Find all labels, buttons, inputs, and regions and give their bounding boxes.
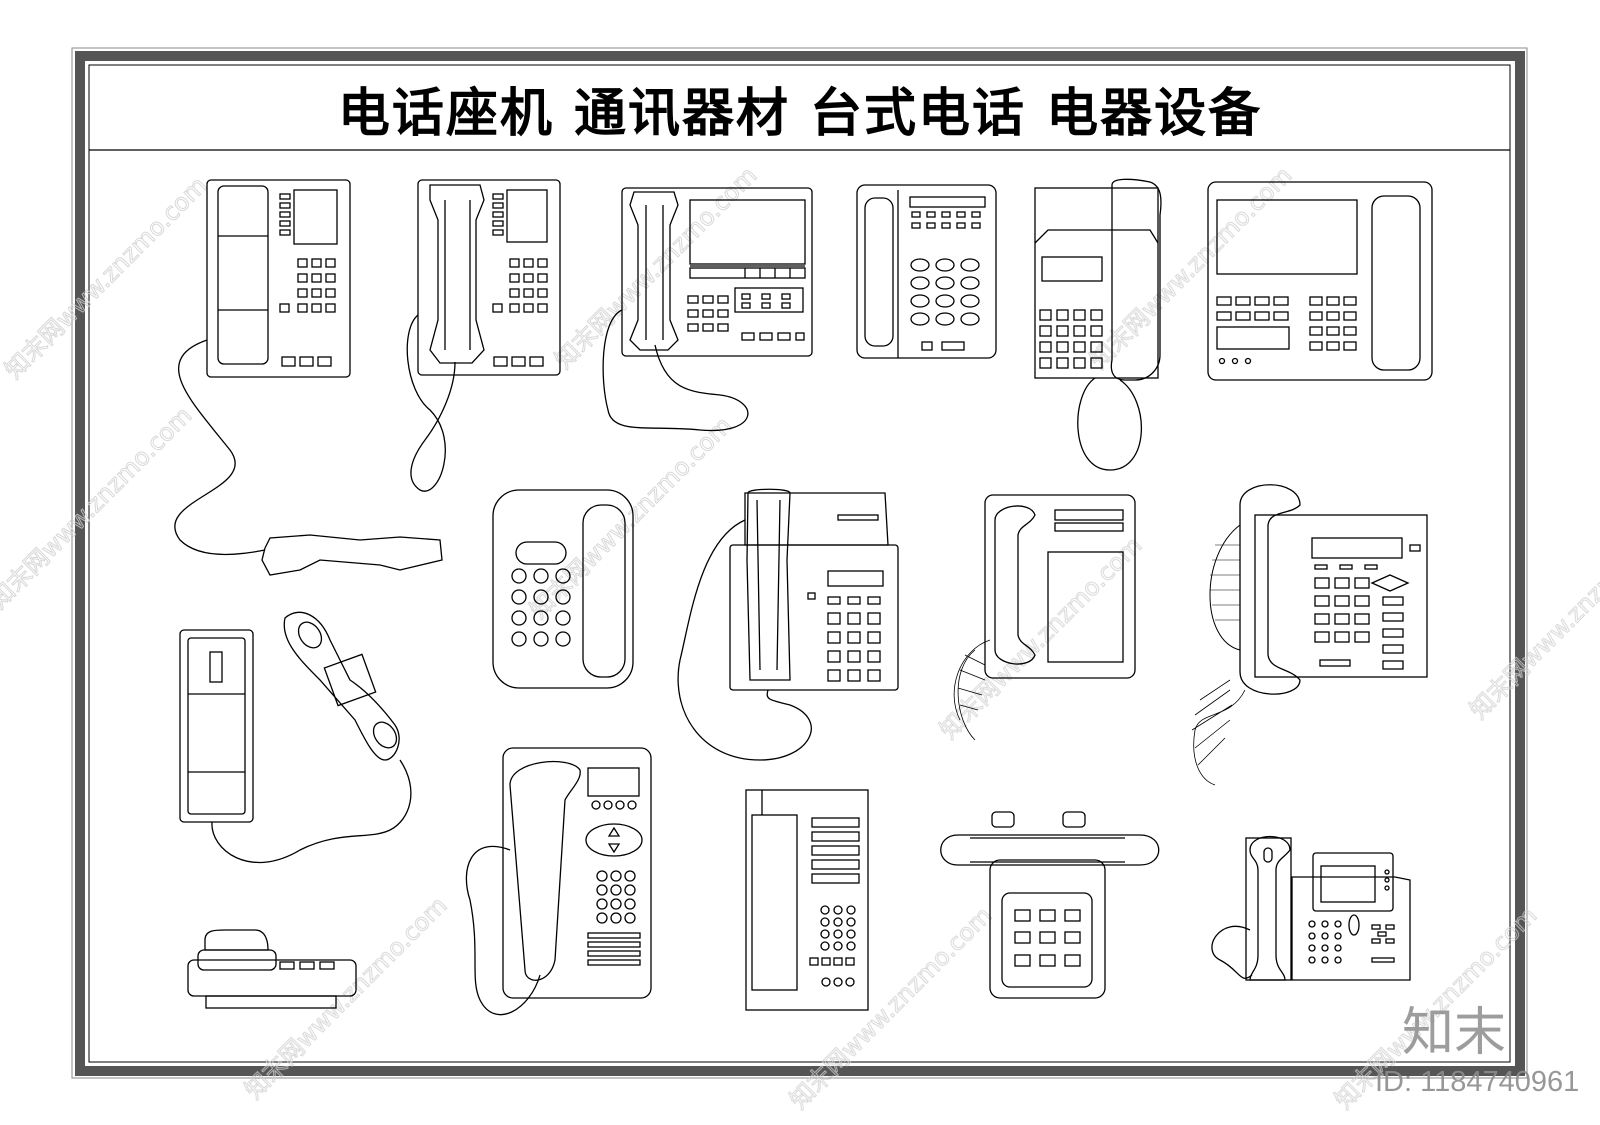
watermark-id: ID: 1184740961 [1375,1066,1580,1098]
svg-text:知末网www.znzmo.com: 知末网www.znzmo.com [524,411,737,624]
phone-15-icon [940,811,1160,999]
phone-13-icon [465,747,652,1016]
phone-8-icon [492,489,634,689]
phone-9-icon [677,488,899,761]
phone-10-icon [953,494,1136,741]
svg-text:知末网www.znzmo.com: 知末网www.znzmo.com [784,901,997,1114]
svg-text:知末网www.znzmo.com: 知末网www.znzmo.com [0,171,212,384]
sheet-frame [71,47,1528,1079]
phone-2-icon [406,179,561,492]
svg-text:知末网www.znzmo.com: 知末网www.znzmo.com [1084,161,1297,374]
phone-16-icon [1211,836,1411,981]
svg-text:知末网www.znzmo.com: 知末网www.znzmo.com [934,531,1147,744]
phone-5-icon [1034,178,1162,471]
page-title: 电话座机 通讯器材 台式电话 电器设备 [337,83,1263,144]
phone-7-icon [179,611,412,863]
phone-12-icon [187,929,357,1009]
phone-4-icon [856,184,997,359]
phone-11-icon [1191,484,1428,786]
svg-text:知末网www.znzmo.com: 知末网www.znzmo.com [1464,511,1600,724]
svg-text:知末网www.znzmo.com: 知末网www.znzmo.com [0,401,197,614]
phone-14-icon [745,789,869,1011]
phone-6-icon [1207,181,1433,381]
watermark-logo: 知末 [1402,1003,1507,1063]
phone-1-icon [174,179,443,576]
phone-3-icon [602,187,813,432]
